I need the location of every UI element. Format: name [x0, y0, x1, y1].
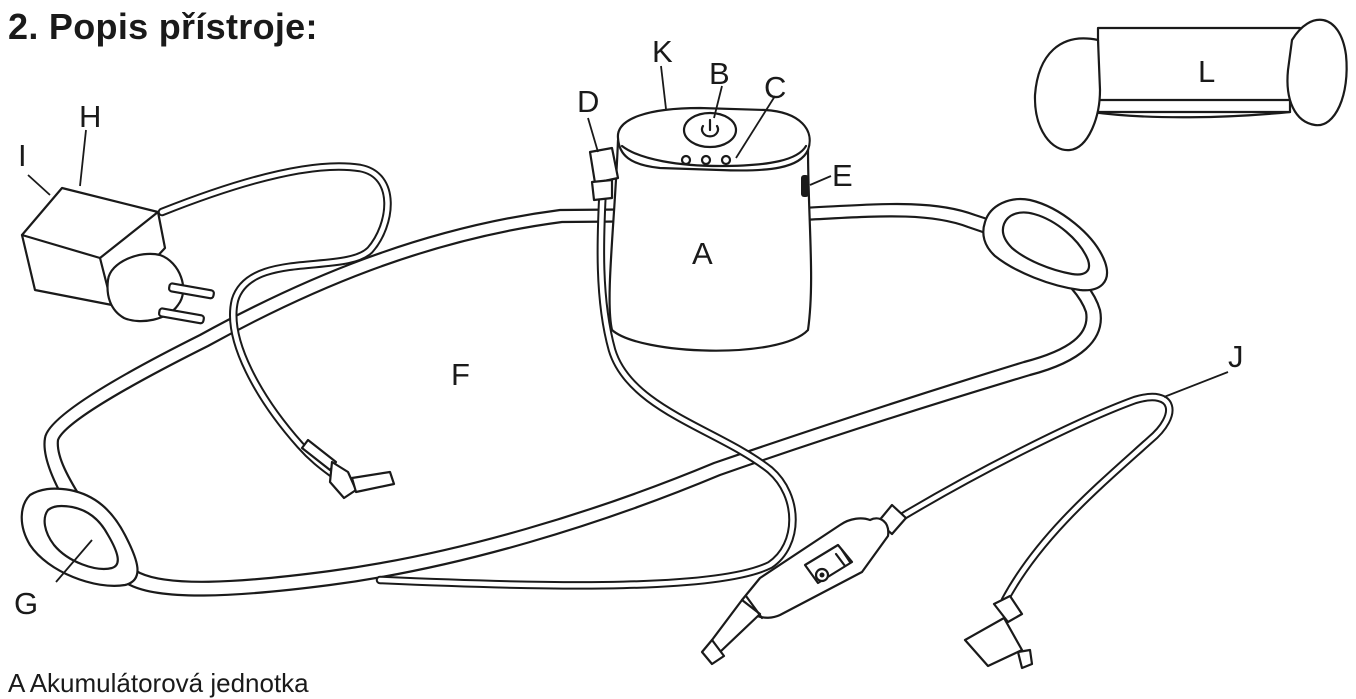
- label-a: A: [692, 236, 713, 271]
- mains-adapter: [20, 186, 215, 325]
- label-f: F: [451, 357, 470, 392]
- strap-loop-left: [20, 487, 139, 587]
- car-plug: [700, 503, 908, 666]
- car-adapter-cable: [895, 392, 1174, 670]
- label-e: E: [832, 158, 853, 193]
- leader-lines: [27, 65, 1229, 583]
- battery-unit: [588, 106, 813, 352]
- mains-adapter-cable: [157, 162, 396, 500]
- phone-holder: [1033, 18, 1348, 152]
- pad-cable: [375, 180, 797, 590]
- callout-labels: A B C D E F G H I J K L: [14, 34, 1244, 621]
- strap-loop-right: [982, 198, 1108, 292]
- label-k: K: [652, 34, 673, 69]
- label-h: H: [79, 99, 101, 134]
- label-j: J: [1228, 339, 1244, 374]
- label-g: G: [14, 586, 38, 621]
- label-l: L: [1198, 54, 1215, 89]
- label-b: B: [709, 56, 730, 91]
- heating-pad: [43, 202, 1102, 597]
- page-title: 2. Popis přístroje:: [8, 6, 318, 47]
- device-diagram: A B C D E F G H I J K L: [14, 18, 1348, 670]
- label-i: I: [18, 138, 27, 173]
- label-c: C: [764, 70, 786, 105]
- legend-item-a: A Akumulátorová jednotka: [8, 668, 309, 698]
- label-d: D: [577, 84, 599, 119]
